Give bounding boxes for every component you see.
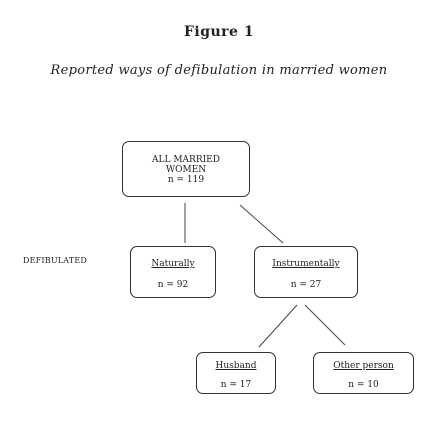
figure-title: Figure 1 (183, 24, 255, 40)
node-other-person-count: n = 10 (348, 380, 379, 390)
node-all-married-women: ALL MARRIED WOMEN n = 119 (122, 141, 250, 197)
node-instrumentally-label: Instrumentally (272, 259, 340, 269)
node-root-count: n = 119 (167, 175, 205, 185)
connector-instrumentally-other (304, 304, 346, 346)
node-naturally-count: n = 92 (157, 280, 189, 290)
defibulated-label: DEFIBULATED (23, 256, 88, 265)
node-naturally-label: Naturally (151, 259, 195, 269)
node-root-line2: WOMEN (165, 165, 207, 175)
node-naturally: Naturally n = 92 (130, 246, 216, 298)
node-husband-label: Husband (215, 361, 257, 371)
node-husband-count: n = 17 (220, 380, 252, 390)
connector-instrumentally-husband (258, 304, 298, 348)
connector-root-instrumentally (239, 204, 284, 244)
node-husband: Husband n = 17 (196, 352, 276, 394)
node-other-person-label: Other person (333, 361, 394, 371)
node-root-line1: ALL MARRIED (152, 155, 220, 165)
node-other-person: Other person n = 10 (313, 352, 414, 394)
node-instrumentally-count: n = 27 (290, 280, 322, 290)
figure-subtitle: Reported ways of defibulation in married… (50, 63, 388, 78)
node-instrumentally: Instrumentally n = 27 (254, 246, 358, 298)
